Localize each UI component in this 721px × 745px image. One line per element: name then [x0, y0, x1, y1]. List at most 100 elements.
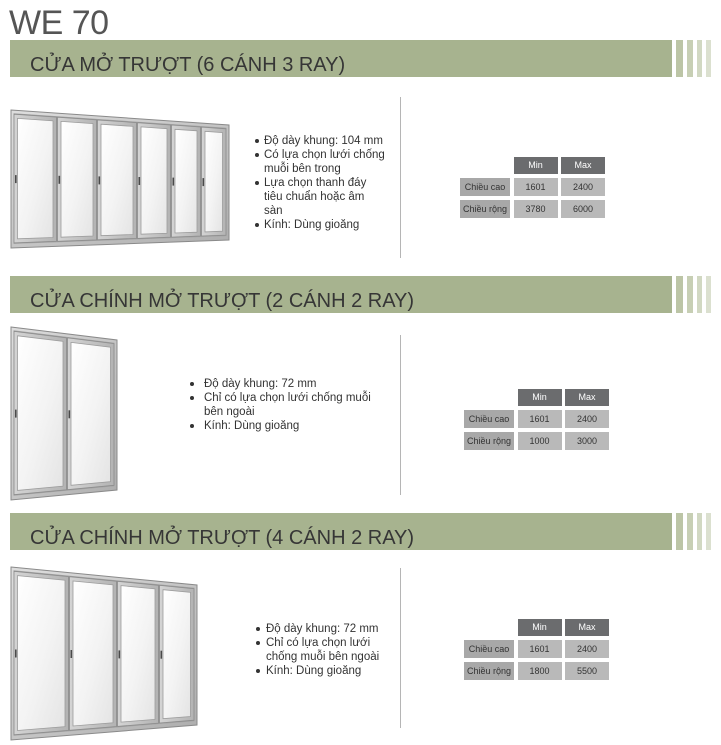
bullet-icon — [255, 139, 259, 143]
cell-width-min: 1800 — [517, 662, 562, 680]
cell-width-max: 3000 — [565, 432, 609, 450]
cell-width-max: 6000 — [561, 200, 605, 218]
section-divider — [400, 97, 401, 258]
cell-width-min: 3780 — [513, 200, 558, 218]
header-stripe — [697, 40, 702, 77]
door-drawing — [10, 109, 230, 249]
glass-pane — [140, 126, 168, 235]
feature-item: Chỉ có lựa chọn lưới chống muỗi bên ngoà… — [190, 391, 371, 419]
glass-pane — [174, 128, 198, 234]
feature-list: Độ dày khung: 72 mm Chỉ có lựa chọn lưới… — [190, 377, 371, 433]
glass-pane — [204, 130, 223, 233]
door-handle — [15, 649, 17, 658]
section-heading: CỬA CHÍNH MỞ TRƯỢT (2 CÁNH 2 RAY) — [30, 290, 415, 312]
bullet-icon — [256, 669, 260, 673]
feature-item: Kính: Dùng gioăng — [255, 218, 385, 232]
door-handle — [202, 178, 205, 187]
feature-item: Độ dày khung: 72 mm — [190, 377, 371, 391]
bullet-icon — [255, 181, 259, 185]
door-handle — [15, 409, 17, 418]
bullet-icon — [255, 223, 259, 227]
feature-text: Độ dày khung: 72 mm — [266, 623, 379, 635]
column-header-min: Min — [517, 619, 562, 636]
header-stripe — [687, 513, 693, 550]
section-header-bar: CỬA MỞ TRƯỢT (6 CÁNH 3 RAY) — [10, 40, 672, 77]
glass-pane — [60, 120, 94, 238]
feature-text: Chỉ có lựa chọn lưới chống muỗi bên ngoà… — [204, 392, 371, 418]
section-heading: CỬA MỞ TRƯỢT (6 CÁNH 3 RAY) — [30, 54, 346, 76]
row-label-width: Chiều rộng — [460, 200, 510, 218]
header-stripe — [676, 276, 683, 313]
glass-pane — [162, 589, 191, 720]
section-header-bar: CỬA CHÍNH MỞ TRƯỢT (2 CÁNH 2 RAY) — [10, 276, 672, 313]
sliding-door-4-panel-image — [10, 566, 198, 741]
feature-text: Kính: Dùng gioăng — [266, 665, 362, 677]
cell-width-min: 1000 — [517, 432, 562, 450]
column-header-max: Max — [565, 389, 609, 406]
feature-text: Có lựa chọn lưới chống muỗi bên trong — [264, 149, 385, 175]
feature-list: Độ dày khung: 104 mm Có lựa chọn lưới ch… — [255, 134, 385, 232]
table-corner-empty — [464, 389, 514, 406]
door-drawing — [10, 326, 118, 501]
header-stripe — [706, 513, 711, 550]
feature-text: Độ dày khung: 72 mm — [204, 378, 317, 390]
product-section-2-panel: CỬA CHÍNH MỞ TRƯỢT (2 CÁNH 2 RAY) Độ dày… — [0, 276, 721, 513]
cell-width-max: 5500 — [565, 662, 609, 680]
section-heading: CỬA CHÍNH MỞ TRƯỢT (4 CÁNH 2 RAY) — [30, 527, 415, 549]
glass-pane — [100, 123, 134, 237]
glass-pane — [17, 117, 54, 240]
header-stripe — [687, 276, 693, 313]
column-header-min: Min — [513, 157, 558, 174]
feature-text: Chỉ có lựa chọn lưới chống muỗi bên ngoà… — [266, 637, 380, 663]
glass-pane — [72, 580, 114, 727]
feature-item: Chỉ có lựa chọn lưới chống muỗi bên ngoà… — [256, 636, 379, 664]
spec-table: Min Max Chiều cao 1601 2400 Chiều rộng 1… — [464, 619, 609, 680]
section-divider — [400, 568, 401, 728]
sliding-door-2-panel-image — [10, 326, 118, 501]
feature-item: Kính: Dùng gioăng — [256, 664, 379, 678]
column-header-max: Max — [561, 157, 605, 174]
feature-item: Độ dày khung: 104 mm — [255, 134, 385, 148]
header-stripe — [697, 513, 702, 550]
table-corner-empty — [460, 157, 510, 174]
header-stripes — [676, 40, 712, 77]
feature-text: Độ dày khung: 104 mm — [264, 135, 383, 147]
door-handle — [98, 176, 101, 185]
door-handle — [70, 650, 73, 658]
header-stripe — [706, 276, 711, 313]
table-corner-empty — [464, 619, 514, 636]
door-handle — [15, 175, 17, 184]
feature-item: Kính: Dùng gioăng — [190, 419, 371, 433]
glass-pane — [70, 341, 111, 486]
door-handle — [172, 177, 175, 186]
feature-item: Có lựa chọn lưới chống muỗi bên trong — [255, 148, 385, 176]
spec-table: Min Max Chiều cao 1601 2400 Chiều rộng 3… — [460, 157, 605, 218]
column-header-min: Min — [517, 389, 562, 406]
spec-table: Min Max Chiều cao 1601 2400 Chiều rộng 1… — [464, 389, 609, 450]
header-stripe — [676, 513, 683, 550]
row-label-height: Chiều cao — [464, 640, 514, 658]
feature-list: Độ dày khung: 72 mm Chỉ có lựa chọn lưới… — [256, 622, 379, 678]
glass-pane — [17, 575, 66, 731]
door-handle — [160, 650, 163, 659]
cell-height-min: 1601 — [517, 640, 562, 658]
section-divider — [400, 335, 401, 495]
cell-height-min: 1601 — [517, 410, 562, 428]
door-drawing — [10, 566, 198, 741]
row-label-height: Chiều cao — [464, 410, 514, 428]
bullet-icon — [190, 396, 194, 400]
door-handle — [138, 177, 141, 185]
cell-height-max: 2400 — [561, 178, 605, 196]
feature-item: Độ dày khung: 72 mm — [256, 622, 379, 636]
row-label-width: Chiều rộng — [464, 432, 514, 450]
header-stripe — [687, 40, 693, 77]
header-stripe — [706, 40, 711, 77]
feature-item: Lựa chọn thanh đáy tiêu chuẩn hoặc âm sà… — [255, 176, 385, 218]
product-section-6-panel: CỬA MỞ TRƯỢT (6 CÁNH 3 RAY) Độ dày khung… — [0, 40, 721, 276]
bullet-icon — [256, 627, 260, 631]
bullet-icon — [190, 382, 194, 386]
glass-pane — [120, 585, 156, 723]
header-stripe — [697, 276, 702, 313]
product-section-4-panel: CỬA CHÍNH MỞ TRƯỢT (4 CÁNH 2 RAY) Độ dày… — [0, 513, 721, 745]
